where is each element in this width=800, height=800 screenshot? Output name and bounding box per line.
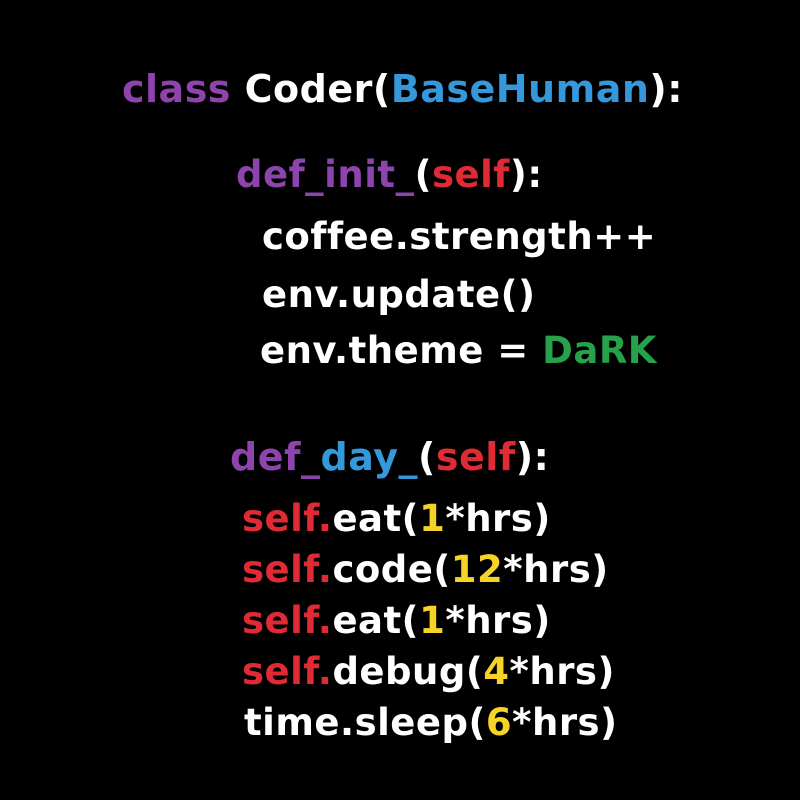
day-line-method: code(	[332, 548, 451, 591]
dark-theme-value: DaRK	[542, 329, 657, 372]
day-line-object: self.	[242, 497, 333, 540]
day-close: ):	[515, 435, 550, 479]
day-line-method: eat(	[332, 599, 420, 642]
day-line-number: 1	[419, 497, 446, 540]
day-method-definition: def_day_(self):	[230, 438, 549, 476]
class-line-end: ):	[649, 67, 683, 111]
day-def-keyword: def_	[230, 435, 321, 479]
day-line-code: self.code(12*hrs)	[242, 551, 609, 588]
class-keyword: class	[122, 67, 231, 111]
init-line-env-update: env.update()	[262, 276, 535, 313]
day-line-method: debug(	[332, 650, 484, 693]
day-line-rest: *hrs)	[509, 650, 615, 693]
day-self-param: self	[435, 435, 516, 479]
day-line-method: eat(	[332, 497, 420, 540]
day-line-number: 1	[419, 599, 446, 642]
day-line-number: 4	[483, 650, 510, 693]
class-name: Coder(	[244, 67, 391, 111]
init-close: ):	[509, 153, 543, 196]
day-method-name: day_	[320, 435, 418, 479]
day-line-number: 6	[485, 701, 513, 744]
day-line-object: self.	[242, 548, 333, 591]
day-open-paren: (	[417, 435, 436, 479]
day-line-rest: *hrs)	[445, 599, 551, 642]
day-line-rest: *hrs)	[445, 497, 551, 540]
day-line-object: self.	[242, 599, 333, 642]
class-declaration-line: class Coder(BaseHuman):	[122, 70, 683, 108]
day-line-rest: *hrs)	[503, 548, 609, 591]
day-line-number: 12	[450, 548, 504, 591]
init-open-paren: (	[414, 153, 432, 196]
day-line-sleep: time.sleep(6*hrs)	[244, 704, 618, 741]
day-line-eat-2: self.eat(1*hrs)	[242, 602, 551, 639]
coffee-statement: coffee.strength++	[262, 215, 657, 258]
day-line-method: sleep(	[354, 701, 486, 744]
init-method-name: def_init_	[236, 153, 415, 196]
init-self-param: self	[432, 153, 510, 196]
day-line-eat-1: self.eat(1*hrs)	[242, 500, 551, 537]
day-line-debug: self.debug(4*hrs)	[242, 653, 615, 690]
env-update-statement: env.update()	[262, 273, 536, 316]
base-class-name: BaseHuman	[390, 67, 650, 111]
init-method-definition: def_init_(self):	[236, 156, 543, 193]
day-line-object: time.	[244, 701, 355, 744]
day-line-object: self.	[242, 650, 333, 693]
env-theme-prefix: env.theme =	[260, 329, 543, 372]
init-line-env-theme: env.theme = DaRK	[260, 332, 657, 369]
init-line-coffee: coffee.strength++	[262, 218, 656, 255]
day-line-rest: *hrs)	[512, 701, 618, 744]
